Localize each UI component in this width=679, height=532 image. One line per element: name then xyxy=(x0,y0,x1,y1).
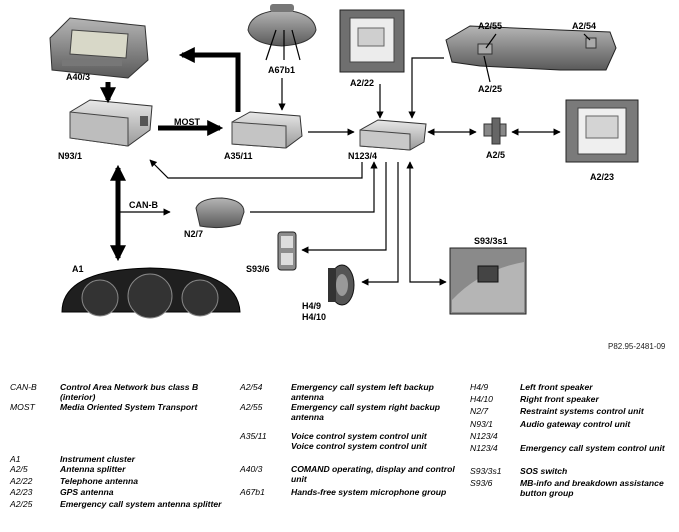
legend-description: Control Area Network bus class B (interi… xyxy=(60,382,199,402)
legend-description: Telephone antenna xyxy=(60,476,138,486)
legend-description: SOS switch xyxy=(520,466,568,476)
label-a2-23: A2/23 xyxy=(590,172,615,182)
label-can-b: CAN-B xyxy=(129,200,158,210)
h4-speaker xyxy=(328,264,355,306)
arrow-a35-to-a40 xyxy=(178,46,241,112)
legend-code: A40/3 xyxy=(240,464,263,474)
n123-4-emergency-call-unit xyxy=(359,119,427,151)
legend-description: Restraint systems control unit xyxy=(520,406,644,416)
label-a35-11: A35/11 xyxy=(224,151,253,161)
legend-description: Antenna splitter xyxy=(60,464,126,474)
figure-reference: P82.95-2481-09 xyxy=(608,342,666,351)
label-a2-22: A2/22 xyxy=(350,78,375,88)
a225-pointer xyxy=(483,55,491,83)
legend-code: A2/5 xyxy=(10,464,28,474)
legend-description: GPS antenna xyxy=(60,487,114,497)
label-a2-55: A2/55 xyxy=(478,21,503,31)
legend-description: Media Oriented System Transport xyxy=(60,402,198,412)
a67b1-microphone-group xyxy=(247,4,317,47)
a255-pointer xyxy=(485,33,497,49)
legend-code: H4/10 xyxy=(470,394,493,404)
legend-code: A1 xyxy=(10,454,21,464)
legend-description: Emergency call system right backup anten… xyxy=(291,402,441,422)
legend-description: Emergency call system control unit xyxy=(520,443,665,453)
legend-code: N2/7 xyxy=(470,406,489,416)
s93-6-button-group xyxy=(277,231,297,271)
legend-code: A2/54 xyxy=(240,382,263,392)
arrow-n123-sos xyxy=(406,161,447,286)
a2-23-gps-antenna xyxy=(565,99,639,163)
legend-code: S93/3s1 xyxy=(470,466,502,476)
label-a2-54: A2/54 xyxy=(572,21,597,31)
legend-code: N123/4 xyxy=(470,443,498,453)
legend-description: Emergency call system antenna splitter xyxy=(60,499,222,509)
label-s93-6: S93/6 xyxy=(246,264,270,274)
a35-11-voice-control-unit xyxy=(231,111,303,149)
legend-code: N123/4 xyxy=(470,431,498,441)
legend-description: MB-info and breakdown assistance button … xyxy=(520,478,664,498)
arrow-n123-to-s936 xyxy=(301,162,387,254)
legend-description: Right front speaker xyxy=(520,394,599,404)
legend-description: Instrument cluster xyxy=(60,454,135,464)
arrow-n123-to-n93 xyxy=(149,159,363,179)
n2-7-restraint-unit xyxy=(195,197,245,229)
mic-pointer-3 xyxy=(291,29,301,61)
label-n93-1: N93/1 xyxy=(58,151,83,161)
legend-code: A35/11 xyxy=(240,431,267,441)
diagram-canvas xyxy=(49,4,639,319)
a2-5-antenna-splitter xyxy=(483,117,507,145)
label-a40-3: A40/3 xyxy=(66,72,91,82)
a1-instrument-cluster xyxy=(61,267,241,319)
legend-code: MOST xyxy=(10,402,35,412)
legend-code: A2/23 xyxy=(10,487,33,497)
label-n2-7: N2/7 xyxy=(184,229,204,239)
legend-code: S93/6 xyxy=(470,478,493,488)
legend-code: A2/22 xyxy=(10,476,33,486)
a254-pointer xyxy=(583,33,591,41)
legend-description: Emergency call system left backup antenn… xyxy=(291,382,434,402)
arrow-n27-to-n123 xyxy=(250,161,378,213)
s93-3s1-sos-switch xyxy=(449,247,527,315)
arrow-bumper-to-n123 xyxy=(408,57,444,119)
legend-description: Voice control system control unit xyxy=(291,431,427,441)
label-a2-5: A2/5 xyxy=(486,150,506,160)
legend-description: Voice control system control unit xyxy=(291,441,427,451)
arrow-n123-to-speaker xyxy=(361,162,399,286)
label-most: MOST xyxy=(174,117,200,127)
legend-code: A67b1 xyxy=(240,487,265,497)
legend-description: Left front speaker xyxy=(520,382,593,392)
label-a67b1: A67b1 xyxy=(268,65,296,75)
legend-code: CAN-B xyxy=(10,382,37,392)
a40-3-comand-unit xyxy=(49,17,149,79)
signal-connections xyxy=(118,29,591,286)
legend-code: H4/9 xyxy=(470,382,489,392)
a2-22-telephone-antenna xyxy=(339,9,405,73)
label-s93-3s1: S93/3s1 xyxy=(474,236,508,246)
label-h4-9: H4/9 xyxy=(302,301,322,311)
legend-description: Audio gateway control unit xyxy=(520,419,631,429)
legend-code: A2/25 xyxy=(10,499,33,509)
label-a2-25: A2/25 xyxy=(478,84,503,94)
label-n123-4: N123/4 xyxy=(348,151,378,161)
bus-connections xyxy=(99,46,241,262)
legend-description: Hands-free system microphone group xyxy=(291,487,447,497)
label-h4-10: H4/10 xyxy=(302,312,327,322)
legend: CAN-B Control Area Network bus class B (i… xyxy=(0,378,679,532)
legend-description: COMAND operating, display and control un… xyxy=(291,464,455,484)
rear-bumper-antennas xyxy=(445,25,617,71)
legend-code: A2/55 xyxy=(240,402,263,412)
wiring-diagram: A40/3 A67b1 A2/22 A2/55 A2/54 A2/25 N93/… xyxy=(49,4,666,351)
legend-code: N93/1 xyxy=(470,419,493,429)
label-a1: A1 xyxy=(72,264,84,274)
mic-pointer-1 xyxy=(265,29,277,61)
n93-1-audio-gateway xyxy=(69,99,153,147)
